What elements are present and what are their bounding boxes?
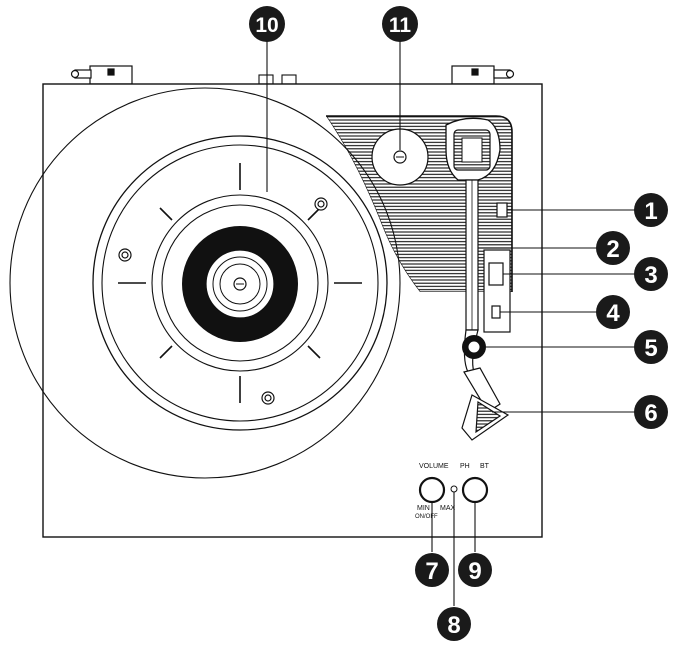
headshell bbox=[461, 367, 510, 441]
counterweight bbox=[445, 117, 501, 181]
callout-11: 11 bbox=[382, 6, 418, 42]
ph-label: PH bbox=[460, 463, 470, 470]
power-led bbox=[450, 485, 458, 493]
svg-text:9: 9 bbox=[468, 558, 481, 585]
svg-text:2: 2 bbox=[606, 236, 619, 263]
bt-label: BT bbox=[480, 463, 490, 470]
cue-lever-housing bbox=[483, 249, 511, 333]
callout-1: 1 bbox=[634, 193, 668, 227]
leader-lines bbox=[266, 40, 635, 606]
svg-text:8: 8 bbox=[447, 612, 460, 639]
svg-text:1: 1 bbox=[644, 198, 657, 225]
svg-text:10: 10 bbox=[255, 14, 278, 37]
callout-3: 3 bbox=[634, 257, 668, 291]
svg-text:11: 11 bbox=[389, 14, 412, 37]
svg-text:5: 5 bbox=[644, 335, 657, 362]
control-panel: VOLUME MIN MAX ON/OFF PH BT bbox=[415, 463, 490, 520]
record-outline bbox=[9, 87, 401, 479]
hinge-left bbox=[70, 65, 133, 85]
svg-text:6: 6 bbox=[644, 400, 657, 427]
lid-tabs bbox=[258, 74, 297, 85]
volume-knob[interactable] bbox=[418, 476, 446, 504]
callout-9: 9 bbox=[458, 553, 492, 587]
svg-text:4: 4 bbox=[606, 300, 620, 327]
max-label: MAX bbox=[440, 505, 456, 512]
arm-clip bbox=[462, 335, 486, 359]
min-label: MIN bbox=[417, 505, 430, 512]
record-label bbox=[182, 226, 298, 342]
callout-6: 6 bbox=[634, 395, 668, 429]
mode-switch-knob[interactable] bbox=[461, 476, 489, 504]
tonearm-base bbox=[371, 128, 429, 186]
svg-text:3: 3 bbox=[644, 262, 657, 289]
on-off-label: ON/OFF bbox=[415, 514, 438, 520]
hinge-right bbox=[451, 65, 515, 85]
callout-10: 10 bbox=[249, 6, 285, 42]
callout-2: 2 bbox=[596, 231, 630, 265]
callout-8: 8 bbox=[437, 607, 471, 641]
callout-4: 4 bbox=[596, 295, 630, 329]
stop-switch bbox=[496, 202, 508, 218]
platter-markers bbox=[118, 163, 362, 403]
platter-screws bbox=[118, 197, 328, 405]
volume-label: VOLUME bbox=[419, 463, 449, 470]
callout-7: 7 bbox=[415, 553, 449, 587]
svg-text:7: 7 bbox=[425, 558, 438, 585]
callout-5: 5 bbox=[634, 330, 668, 364]
